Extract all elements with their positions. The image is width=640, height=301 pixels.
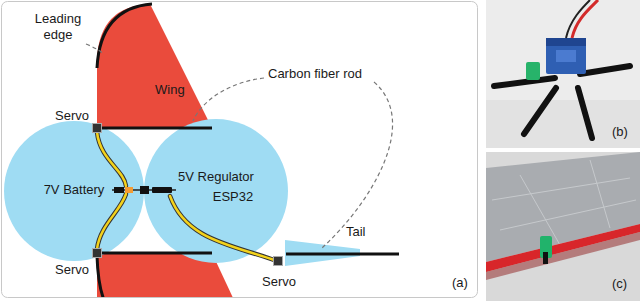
panel-label: (b)	[612, 124, 628, 140]
wing-shape-outline	[95, 2, 215, 130]
node-text: 5V Regulator	[144, 169, 288, 185]
tail-shape: Tail	[282, 224, 400, 274]
photo-b	[486, 0, 640, 148]
part-label: Servo	[55, 108, 89, 124]
part-label: Servo	[262, 274, 296, 290]
regulator-circle: 5V RegulatorESP32	[144, 119, 288, 263]
node-text: 7V Battery	[4, 182, 144, 198]
panel-border	[2, 2, 478, 298]
node-text: Tail	[346, 224, 390, 240]
panel-label: (c)	[612, 276, 627, 292]
battery-circle: 7V Battery	[4, 121, 144, 261]
leader-lines	[86, 44, 393, 248]
lower-leading-edge	[97, 256, 104, 297]
wing-shape: Wing	[95, 2, 215, 130]
panel-label: (a)	[452, 275, 468, 291]
photo-c	[486, 152, 640, 301]
part-label: Carbon fiber rod	[268, 66, 362, 82]
node-text: Wing	[155, 82, 195, 98]
servo-symbols	[93, 124, 283, 266]
servo-wires	[97, 132, 274, 260]
part-label: Servo	[55, 262, 89, 278]
part-label: Leading edge	[26, 11, 90, 43]
carbon-fiber-rods	[97, 128, 399, 254]
tail-shape-outline	[282, 224, 400, 274]
node-text: ESP32	[178, 189, 288, 205]
connectors	[112, 186, 176, 194]
